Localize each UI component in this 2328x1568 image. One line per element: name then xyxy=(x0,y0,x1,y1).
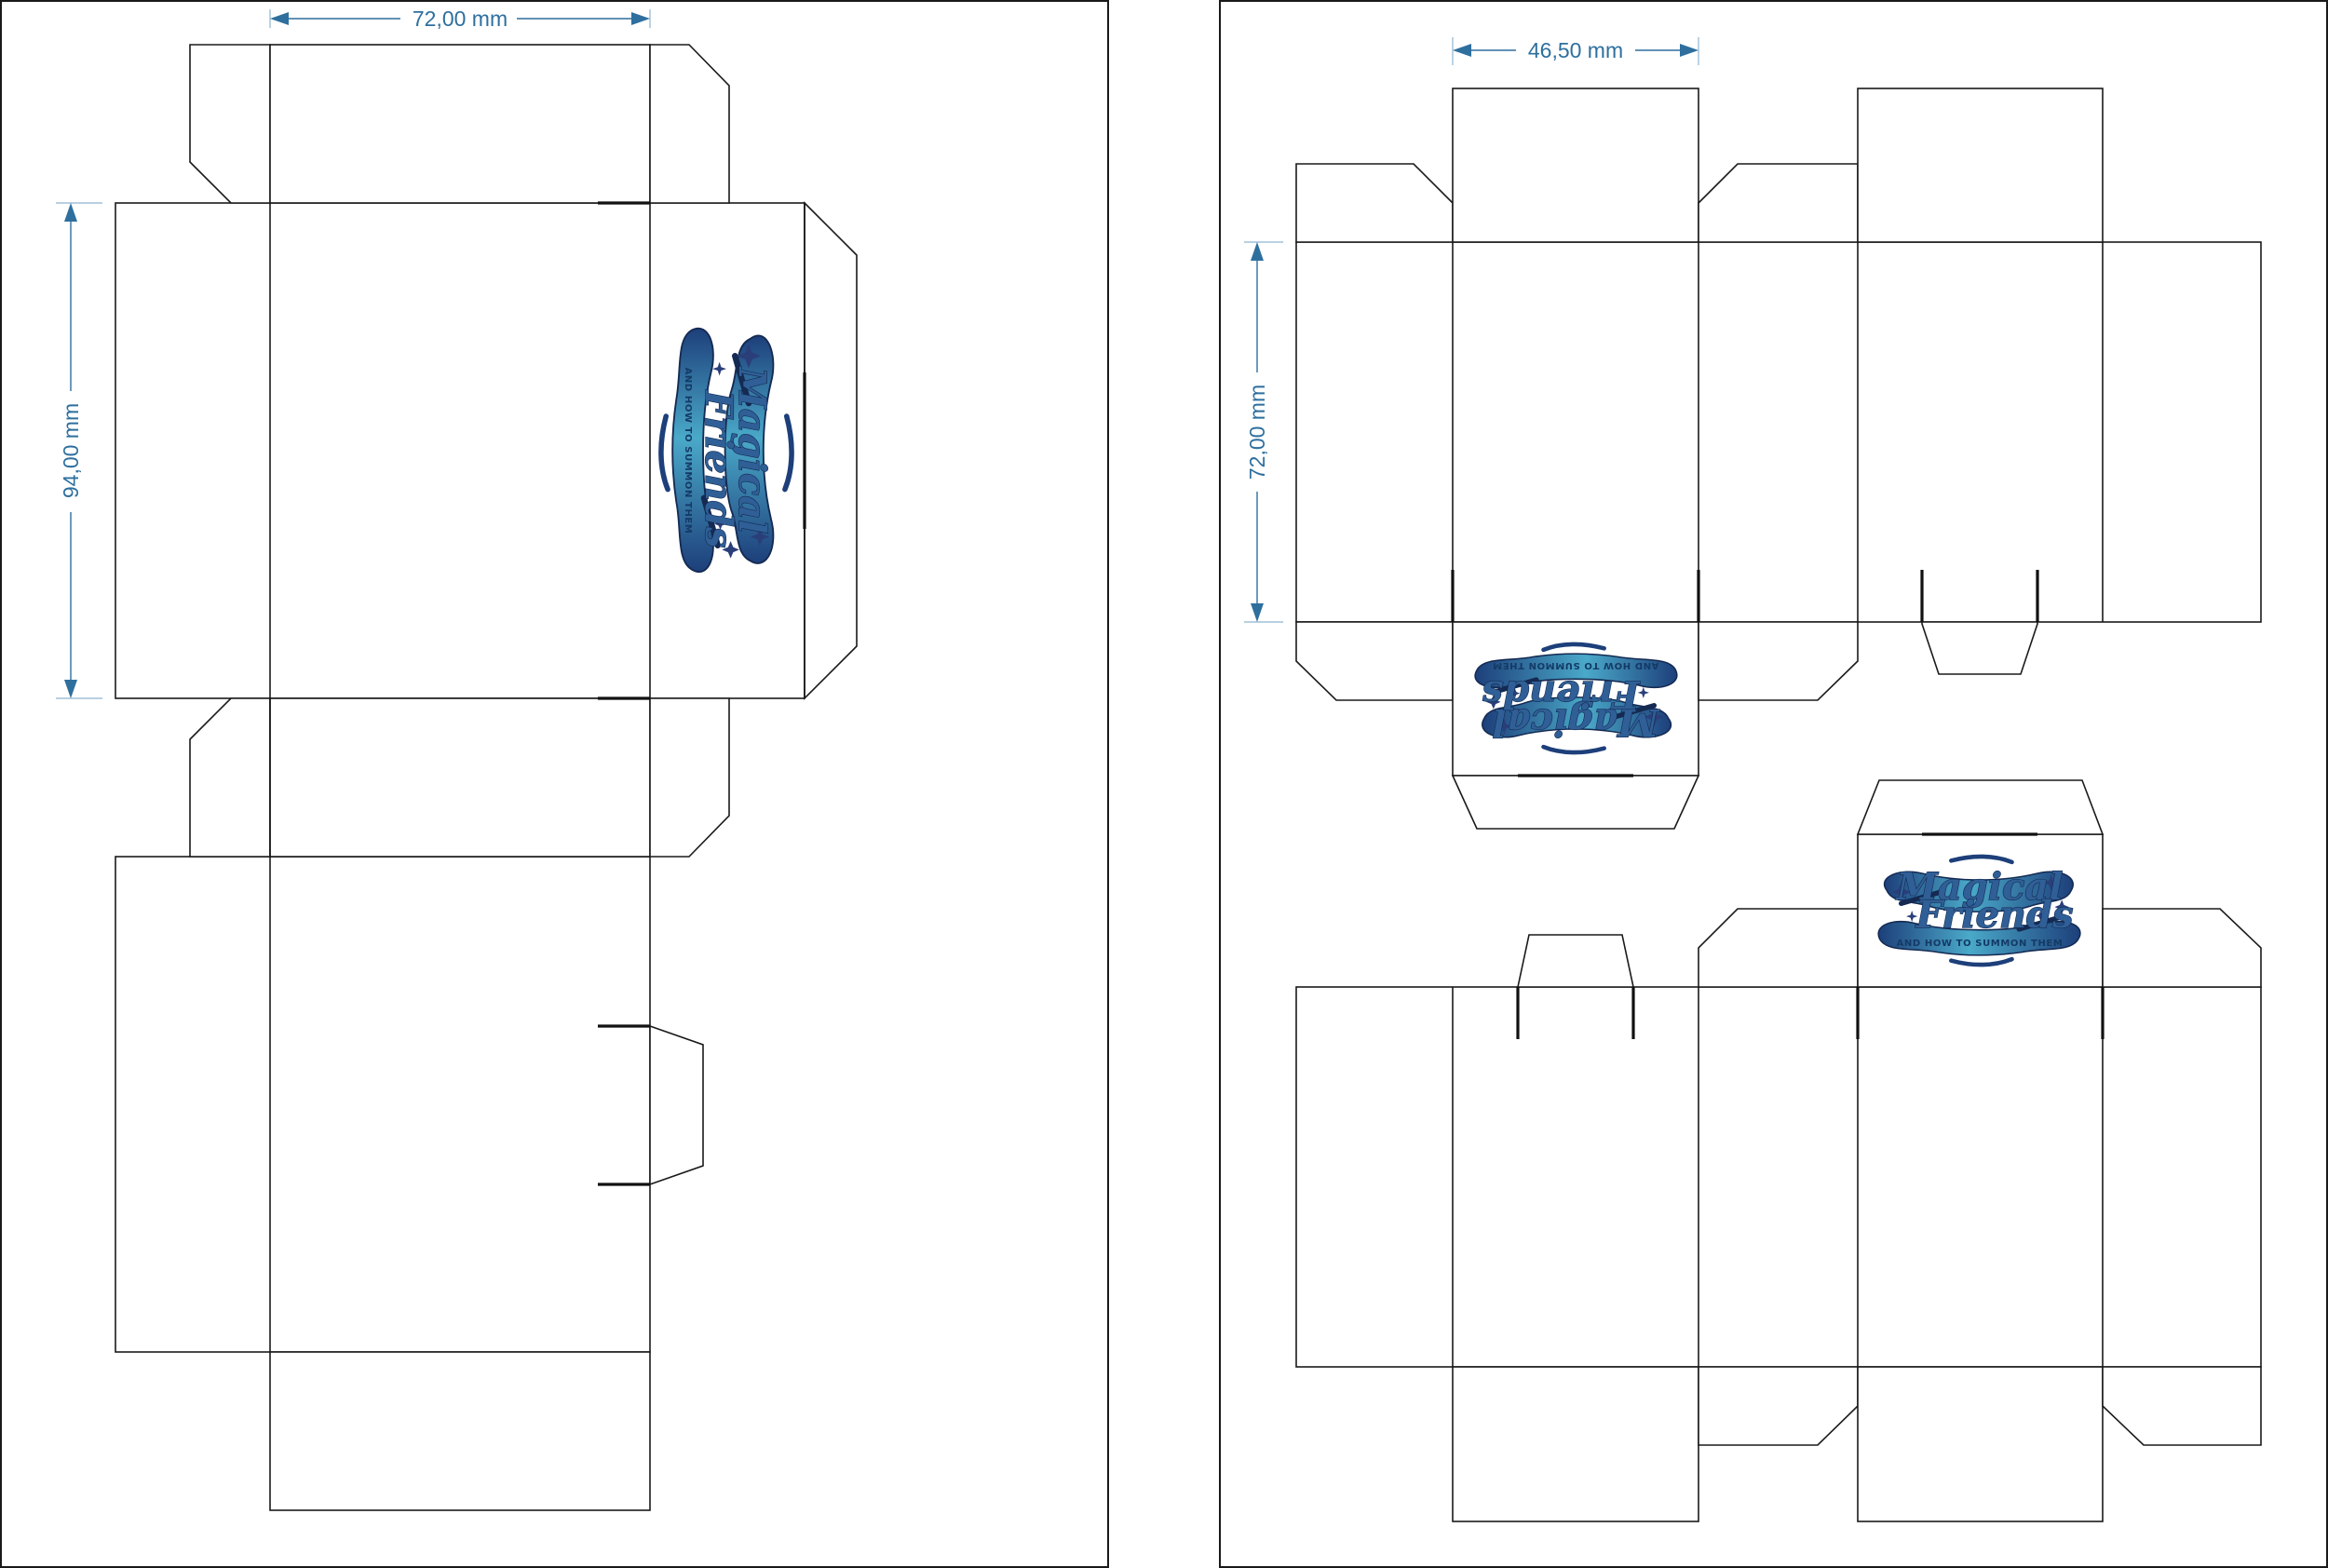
left-dieline: Magical Friends AND HOW TO SUMMON THEM xyxy=(115,44,858,1511)
right-bottom-logo-title-2: Friends xyxy=(1915,893,2074,937)
left-tuck-tab xyxy=(649,1024,704,1186)
right-bottom-dust-flap-1 xyxy=(1295,621,1454,701)
right-lower-dust-flap-2 xyxy=(2102,908,2262,988)
right-lower-tab xyxy=(1517,934,1634,988)
left-height-dimension: 94,00 mm xyxy=(56,202,102,699)
left-top-panel xyxy=(269,44,651,204)
right-height-dimension: 72,00 mm xyxy=(1244,241,1283,623)
left-back-panel-group xyxy=(115,856,651,1353)
right-bottom-dust-flap-2 xyxy=(1698,621,1859,701)
left-mid-panel xyxy=(269,697,651,858)
right-lower-dust-flap-1 xyxy=(1698,908,1859,988)
right-bottom-tab xyxy=(1921,621,2038,675)
right-top-lid-flap xyxy=(1452,88,1699,243)
right-top-dust-flap-2 xyxy=(1698,163,1859,243)
right-dieline-top: Magical Friends AND HOW TO SUMMON THEM xyxy=(1295,88,2262,830)
right-top-back-flap xyxy=(1857,88,2104,243)
right-width-label: 46,50 mm xyxy=(1528,38,1623,62)
left-logo-subtitle: AND HOW TO SUMMON THEM xyxy=(683,368,693,534)
right-lower-bottom-dust-1 xyxy=(1698,1366,1859,1446)
left-height-label: 94,00 mm xyxy=(59,403,83,498)
right-lower-bottom-dust-2 xyxy=(2102,1366,2262,1446)
left-mid-dust-flap-left xyxy=(189,697,271,858)
left-top-dust-flap-right xyxy=(649,44,730,204)
right-height-label: 72,00 mm xyxy=(1245,385,1269,480)
left-width-label: 72,00 mm xyxy=(413,7,508,31)
right-bottom-panel-group xyxy=(1295,986,2262,1368)
right-lower-lid-tuck xyxy=(1856,779,2105,835)
right-top-dust-flap-1 xyxy=(1295,163,1454,243)
left-top-dust-flap-left xyxy=(189,44,271,204)
right-lower-bottom-flap-2 xyxy=(1857,1366,2104,1522)
left-glue-flap xyxy=(804,201,858,700)
right-top-logo-title-2: Friends xyxy=(1482,672,1641,716)
right-bottom-tuck xyxy=(1451,775,1700,830)
left-width-dimension: 72,00 mm xyxy=(269,7,651,31)
left-logo: Magical Friends AND HOW TO SUMMON THEM xyxy=(661,329,792,572)
left-logo-title-2: Friends xyxy=(697,390,740,548)
right-bottom-logo-title-1: Magical xyxy=(1895,865,2064,909)
left-logo-title-1: Magical xyxy=(730,366,774,534)
right-bottom-logo-subtitle: AND HOW TO SUMMON THEM xyxy=(1897,939,2064,949)
left-bottom-panel xyxy=(269,1351,651,1511)
right-dieline-bottom: Magical Friends AND HOW TO SUMMON THEM xyxy=(1295,779,2262,1522)
right-bottom-logo: Magical Friends AND HOW TO SUMMON THEM xyxy=(1878,857,2080,965)
right-width-dimension: 46,50 mm xyxy=(1452,37,1699,65)
right-top-panel-group xyxy=(1295,241,2262,623)
right-top-logo-title-1: Magical xyxy=(1493,700,1661,744)
right-lower-bottom-flap-1 xyxy=(1452,1366,1699,1522)
right-top-logo-subtitle: AND HOW TO SUMMON THEM xyxy=(1493,660,1659,670)
right-top-logo: Magical Friends AND HOW TO SUMMON THEM xyxy=(1475,644,1677,752)
left-mid-dust-flap-right xyxy=(649,697,730,858)
